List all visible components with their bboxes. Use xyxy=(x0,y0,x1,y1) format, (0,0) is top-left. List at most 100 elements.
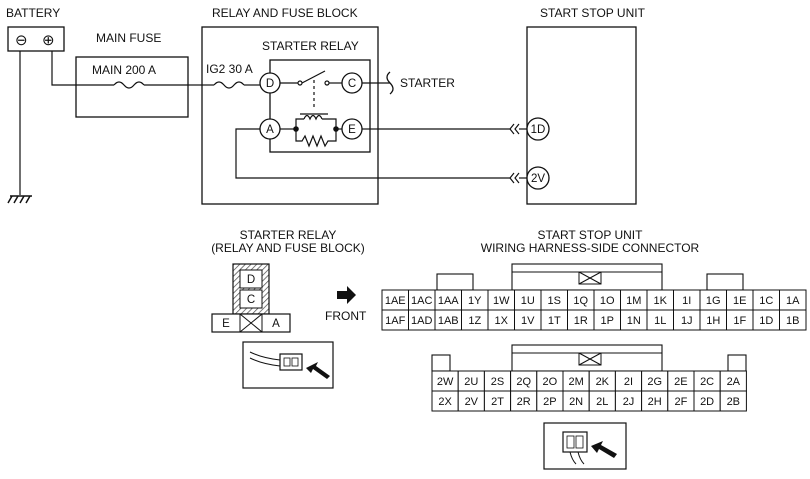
pin-1d xyxy=(526,117,550,141)
front-arrow-icon xyxy=(337,286,356,304)
connector-pin-label: 2W xyxy=(437,376,454,388)
connector-pin-label: 2I xyxy=(624,376,633,388)
relay-connector-e: E xyxy=(222,318,230,330)
connector-pin-label: 1AE xyxy=(385,295,406,307)
connector-pin-label: 2C xyxy=(700,376,714,388)
main-fuse: MAIN FUSE MAIN 200 A xyxy=(75,31,202,118)
connector-pin-label: 1U xyxy=(521,295,535,307)
connector-pin-label: 1B xyxy=(786,315,799,327)
battery-label: BATTERY xyxy=(6,6,60,20)
relay-connector-title-1: STARTER RELAY xyxy=(240,228,337,242)
connector-pin-label: 1A xyxy=(786,295,800,307)
connector-pin-label: 2X xyxy=(438,396,452,408)
pin-1d-connector-icon xyxy=(509,123,527,135)
connector-pin-label: 1AD xyxy=(411,315,432,327)
connector-pin-label: 1AF xyxy=(385,315,405,327)
connector-pin-label: 1R xyxy=(574,315,588,327)
pin-2v-label: 2V xyxy=(531,173,545,185)
front-label: FRONT xyxy=(325,309,367,323)
connector-pin-label: 2R xyxy=(517,396,531,408)
relay-connector-d: D xyxy=(247,274,255,286)
connector-pin-label: 2P xyxy=(543,396,556,408)
pin-2v-connector-icon xyxy=(509,172,527,184)
connector-pin-label: 1Z xyxy=(468,315,481,327)
connector-pin-label: 2L xyxy=(596,396,608,408)
connector-pin-cell xyxy=(719,390,747,412)
connector-pin-label: 2H xyxy=(648,396,662,408)
harness-connector-view: START STOP UNIT WIRING HARNESS-SIDE CONN… xyxy=(381,228,807,470)
connector-pin-label: 2D xyxy=(700,396,714,408)
relay-block-title: RELAY AND FUSE BLOCK xyxy=(212,6,358,20)
connector-pin-label: 1C xyxy=(759,295,773,307)
ig2-fuse-icon xyxy=(213,81,245,89)
connector-pin-label: 1Q xyxy=(573,295,588,307)
relay-switch-icon xyxy=(280,70,342,110)
main-fuse-label: MAIN FUSE xyxy=(96,31,161,45)
battery-box xyxy=(7,26,65,52)
start-stop-unit-box xyxy=(526,26,637,205)
connector-pin-label: 2K xyxy=(596,376,610,388)
connector-pin-label: 1H xyxy=(706,315,720,327)
relay-connector-location-icon xyxy=(242,341,334,389)
connector-pin-label: 1G xyxy=(706,295,721,307)
connector-pin-label: 1Y xyxy=(468,295,482,307)
battery: BATTERY ⊖ ⊕ xyxy=(6,6,76,204)
connector-pin-label: 2G xyxy=(647,376,662,388)
connector-pin-label: 2N xyxy=(569,396,583,408)
connector-pin-cell xyxy=(779,309,807,331)
starter-relay-title: STARTER RELAY xyxy=(262,39,359,53)
connector-pin-label: 2V xyxy=(465,396,479,408)
connector-pin-label: 1D xyxy=(759,315,773,327)
relay-connector-c: C xyxy=(247,294,255,306)
pin-1d-label: 1D xyxy=(531,124,546,136)
connector-pin-label: 1V xyxy=(521,315,535,327)
connector-pin-label: 2M xyxy=(568,376,583,388)
connector-pin-label: 1I xyxy=(682,295,691,307)
connector-pin-label: 2A xyxy=(727,376,741,388)
battery-minus-icon: ⊖ xyxy=(15,32,28,49)
connector-pin-label: 1K xyxy=(654,295,668,307)
relay-terminal-c-label: C xyxy=(348,78,356,90)
connector-pin-label: 1F xyxy=(733,315,746,327)
start-stop-unit-title: START STOP UNIT xyxy=(540,6,646,20)
starter-relay-box xyxy=(269,59,371,153)
connector-pin-label: 2F xyxy=(674,396,687,408)
relay-block-box xyxy=(201,26,379,205)
relay-terminal-e-label: E xyxy=(348,124,356,136)
ig2-fuse-label: IG2 30 A xyxy=(206,62,253,76)
connector-pin-label: 1O xyxy=(600,295,615,307)
connector-pin-label: 1S xyxy=(548,295,561,307)
connector-pin-label: 1M xyxy=(626,295,641,307)
relay-terminal-d-label: D xyxy=(266,78,274,90)
connector-pin-label: 1E xyxy=(733,295,746,307)
main-fuse-rating: MAIN 200 A xyxy=(92,63,156,77)
relay-connector-a: A xyxy=(272,318,280,330)
connector-pin-label: 1T xyxy=(548,315,561,327)
starter: STARTER xyxy=(386,71,455,95)
relay-terminal-a-label: A xyxy=(266,124,274,136)
connector-pin-label: 2B xyxy=(727,396,740,408)
connector-pin-label: 2O xyxy=(543,376,558,388)
connector-pin-label: 2E xyxy=(674,376,687,388)
relay-connector-view: STARTER RELAY (RELAY AND FUSE BLOCK) D C… xyxy=(211,228,365,389)
connector-pin-label: 2Q xyxy=(516,376,531,388)
front-indicator: FRONT xyxy=(325,286,367,323)
ground-icon xyxy=(7,195,32,204)
connector-pin-label: 2J xyxy=(623,396,635,408)
harness-title-1: START STOP UNIT xyxy=(538,228,644,242)
starter-connector-icon xyxy=(386,71,394,95)
connector-pin-label: 1AA xyxy=(438,295,459,307)
connector-pin-label: 1AC xyxy=(411,295,432,307)
fuse-symbol-icon xyxy=(113,81,145,89)
connector-pin-label: 1AB xyxy=(438,315,459,327)
harness-title-2: WIRING HARNESS-SIDE CONNECTOR xyxy=(481,241,700,255)
connector-pin-label: 1N xyxy=(627,315,641,327)
relay-fuse-block: RELAY AND FUSE BLOCK IG2 30 A STARTER RE… xyxy=(201,6,390,205)
connector-pin-label: 2S xyxy=(491,376,504,388)
start-stop-unit: START STOP UNIT 1D 2V xyxy=(509,6,646,205)
connector-pin-label: 1L xyxy=(654,315,666,327)
connector-pin-label: 2T xyxy=(491,396,504,408)
